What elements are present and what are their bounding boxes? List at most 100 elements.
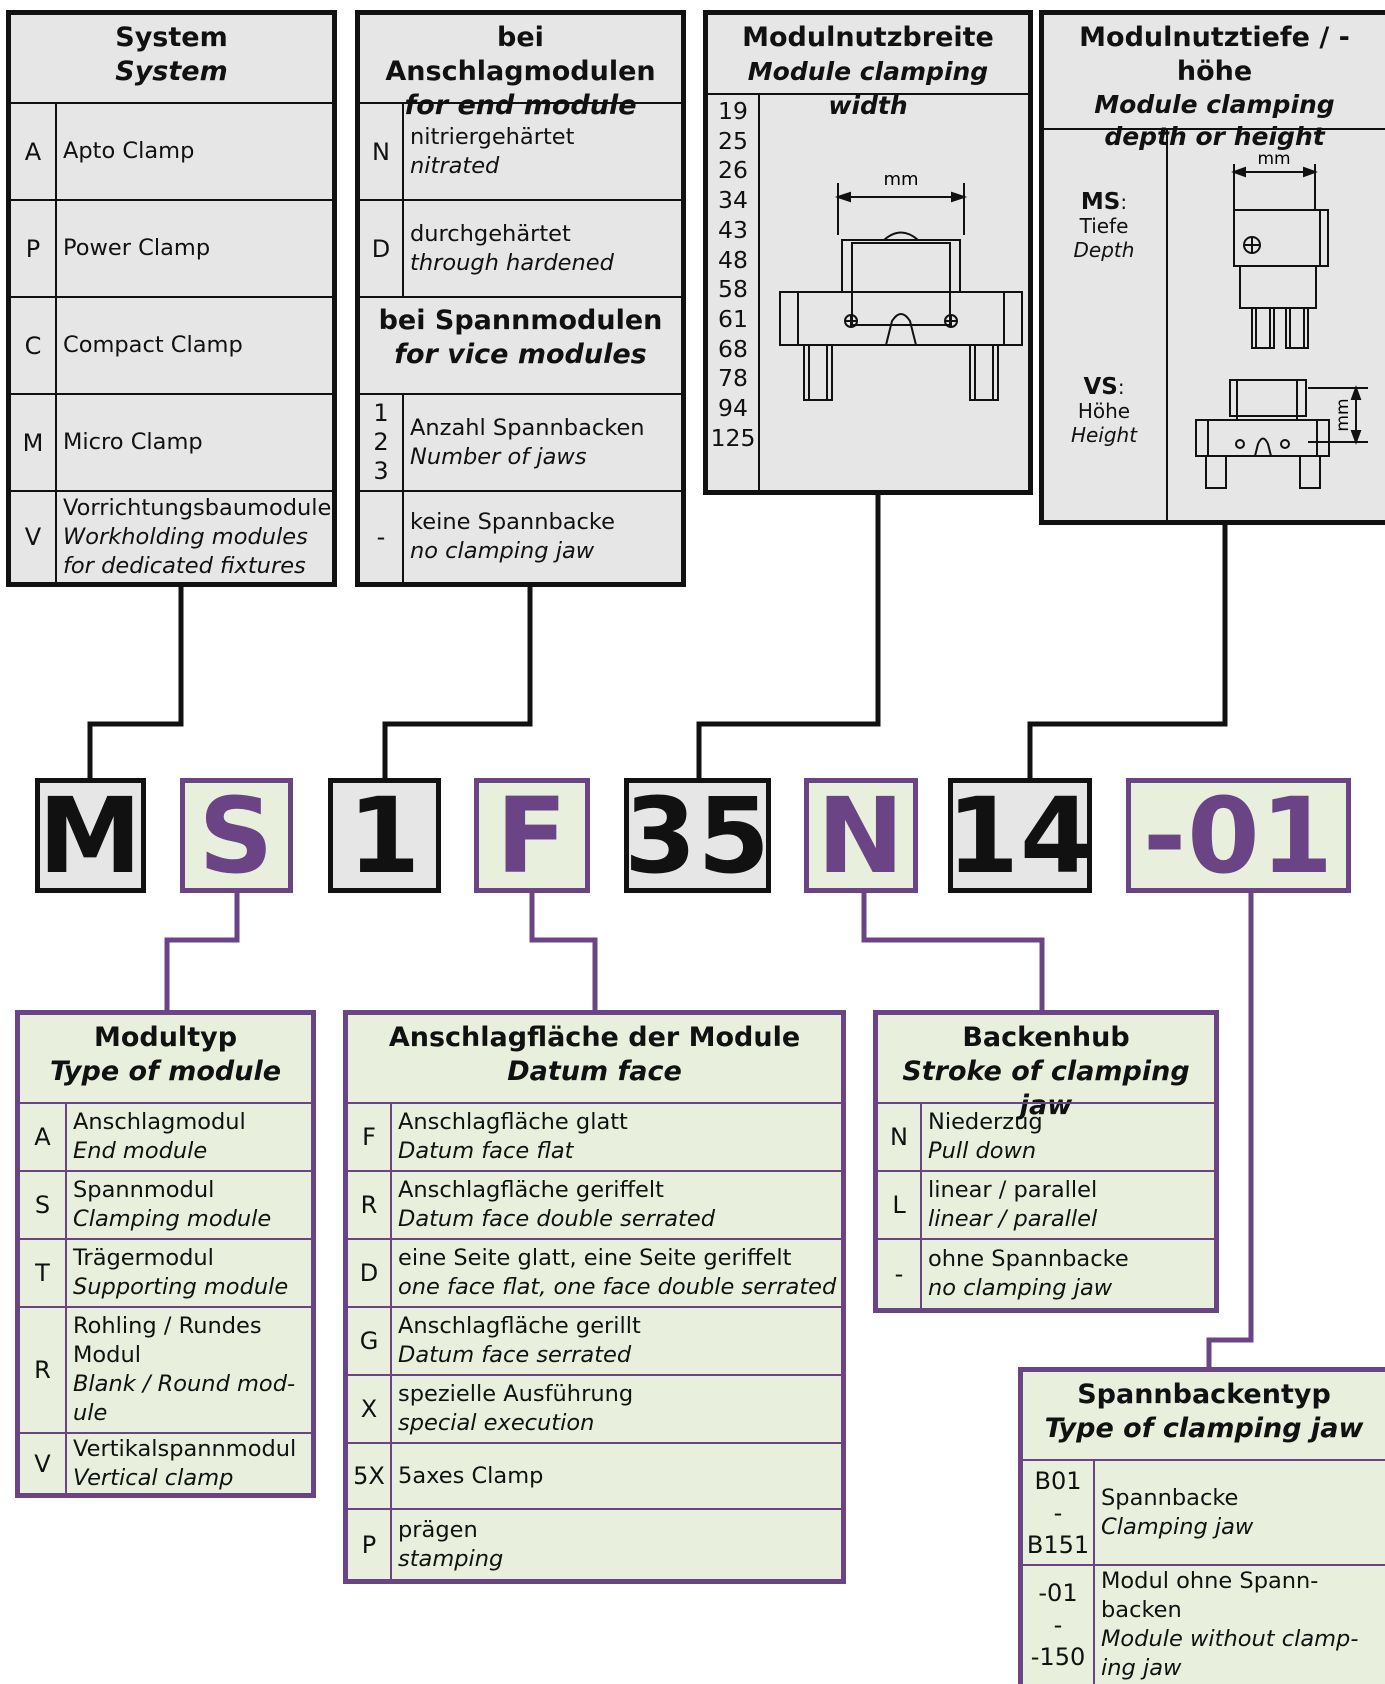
code-segment-depth: 14 (946, 774, 1094, 897)
row-code: V (11, 492, 57, 582)
row-code: -01 - -150 (1023, 1566, 1095, 1684)
row-de: nitriergehärtet (410, 123, 575, 150)
width-value: 43 (718, 215, 748, 244)
row-code: D (360, 201, 404, 296)
row-en: Clamping module (73, 1206, 272, 1232)
code-segment-datum-face: F (474, 775, 590, 897)
row-en: no clamping jaw (410, 538, 595, 564)
row-en: Blank / Round mod-ule (73, 1371, 296, 1426)
end-module-box: bei Anschlagmodulen for end module N nit… (355, 10, 686, 587)
row-en: Number of jaws (410, 443, 587, 470)
row-en: one face flat, one face double serrated (398, 1274, 837, 1300)
heading-en: Module clamping width (747, 57, 989, 120)
list-item: - keine Spannbacke no clamping jaw (360, 490, 681, 582)
row-code: P (348, 1510, 392, 1579)
heading-de: bei Anschlagmodulen (385, 22, 656, 87)
code-segment-jaw-type: -01 (1126, 775, 1351, 897)
row-code: X (348, 1376, 392, 1442)
row-de: Rohling / Rundes Modul (73, 1313, 262, 1368)
row-en: Module without clamp-ing jaw (1101, 1626, 1359, 1681)
list-item: 5X 5axes Clamp (348, 1442, 841, 1508)
row-code: R (348, 1172, 392, 1238)
row-en: Workholding modules for dedicated fixtur… (63, 523, 308, 579)
list-item: D eine Seite glatt, eine Seite geriffelt… (348, 1238, 841, 1306)
end-module-heading: bei Anschlagmodulen for end module (360, 15, 681, 121)
row-de: keine Spannbacke (410, 509, 615, 535)
depth-body: MS: Tiefe Depth VS: Höhe Height (1044, 128, 1385, 520)
row-en: Clamping jaw (1101, 1513, 1254, 1540)
code-segment-module-type: S (180, 775, 293, 897)
row-code: - (878, 1240, 922, 1308)
row-de: Niederzug (928, 1109, 1043, 1135)
depth-box: Modulnutztiefe / -höhe Module clamping d… (1039, 10, 1385, 525)
row-en: Datum face double serrated (398, 1206, 715, 1232)
list-item: C Compact Clamp (11, 296, 332, 393)
list-item: N nitriergehärtet nitrated (360, 102, 681, 199)
row-code: P (11, 201, 57, 296)
height-unit-label: mm (1333, 398, 1353, 431)
depth-unit-label: mm (1257, 149, 1290, 169)
colon: : (1117, 375, 1125, 399)
heading-de: System (115, 22, 228, 53)
row-en: no clamping jaw (928, 1275, 1113, 1301)
row-de: Anzahl Spannbacken (410, 414, 645, 441)
row-de: Anschlagmodul (73, 1109, 246, 1135)
row-code: D (348, 1240, 392, 1306)
row-code: A (11, 104, 57, 199)
row-code: F (348, 1104, 392, 1170)
row-code: G (348, 1308, 392, 1374)
width-value: 58 (718, 275, 748, 304)
depth-heading: Modulnutztiefe / -höhe Module clamping d… (1044, 15, 1385, 151)
ms-label: MS: Tiefe Depth (1044, 190, 1164, 262)
heading-en: Type of module (49, 1056, 282, 1087)
system-heading: System System (11, 15, 332, 102)
vs-de: Höhe (1077, 399, 1131, 423)
row-de: Spannbacke (1101, 1484, 1239, 1511)
vice-modules-heading: bei Spannmodulen for vice modules (360, 296, 681, 393)
row-de: linear / parallel (928, 1177, 1098, 1203)
width-value: 48 (718, 245, 748, 274)
row-de: durchgehärtet (410, 220, 571, 247)
list-item: V Vorrichtungsbaumodule Workholding modu… (11, 490, 332, 582)
heading-de: bei Spannmodulen (378, 305, 663, 336)
row-code: M (11, 395, 57, 490)
jaw-type-box: Spannbackentyp Type of clamping jaw B01 … (1018, 1367, 1385, 1684)
heading-de: Modultyp (93, 1022, 238, 1053)
row-en: Datum face flat (398, 1138, 574, 1164)
code-segment-jaws: 1 (328, 775, 441, 897)
row-code: B01 - B151 (1023, 1461, 1095, 1564)
stroke-heading: Backenhub Stroke of clamping jaw (878, 1015, 1214, 1121)
module-type-heading: Modultyp Type of module (20, 1015, 311, 1102)
row-code: 5X (348, 1444, 392, 1508)
row-de: Anschlagfläche glatt (398, 1109, 628, 1135)
row-de: Apto Clamp (63, 138, 195, 164)
row-en: Supporting module (73, 1274, 289, 1300)
row-de: Anschlagfläche geriffelt (398, 1177, 664, 1203)
vs-code: VS (1083, 374, 1118, 400)
unit-label: mm (883, 169, 918, 190)
heading-de: Modulnutzbreite (742, 22, 994, 53)
row-en: End module (73, 1138, 208, 1164)
row-en: Datum face serrated (398, 1342, 632, 1368)
vs-label: VS: Höhe Height (1044, 375, 1164, 447)
row-code: L (878, 1172, 922, 1238)
width-value: 61 (718, 304, 748, 333)
width-body: 19 25 26 34 43 48 58 61 68 78 94 125 (708, 93, 1028, 490)
system-box: System System A Apto Clamp P Power Clamp… (6, 10, 337, 587)
heading-de: Modulnutztiefe / -höhe (1079, 22, 1350, 87)
row-en: special execution (398, 1410, 595, 1436)
row-de: ohne Spannbacke (928, 1246, 1129, 1272)
heading-de: Backenhub (962, 1022, 1130, 1053)
list-item: M Micro Clamp (11, 393, 332, 490)
vs-en: Height (1070, 423, 1138, 447)
heading-de: Spannbackentyp (1077, 1379, 1331, 1410)
